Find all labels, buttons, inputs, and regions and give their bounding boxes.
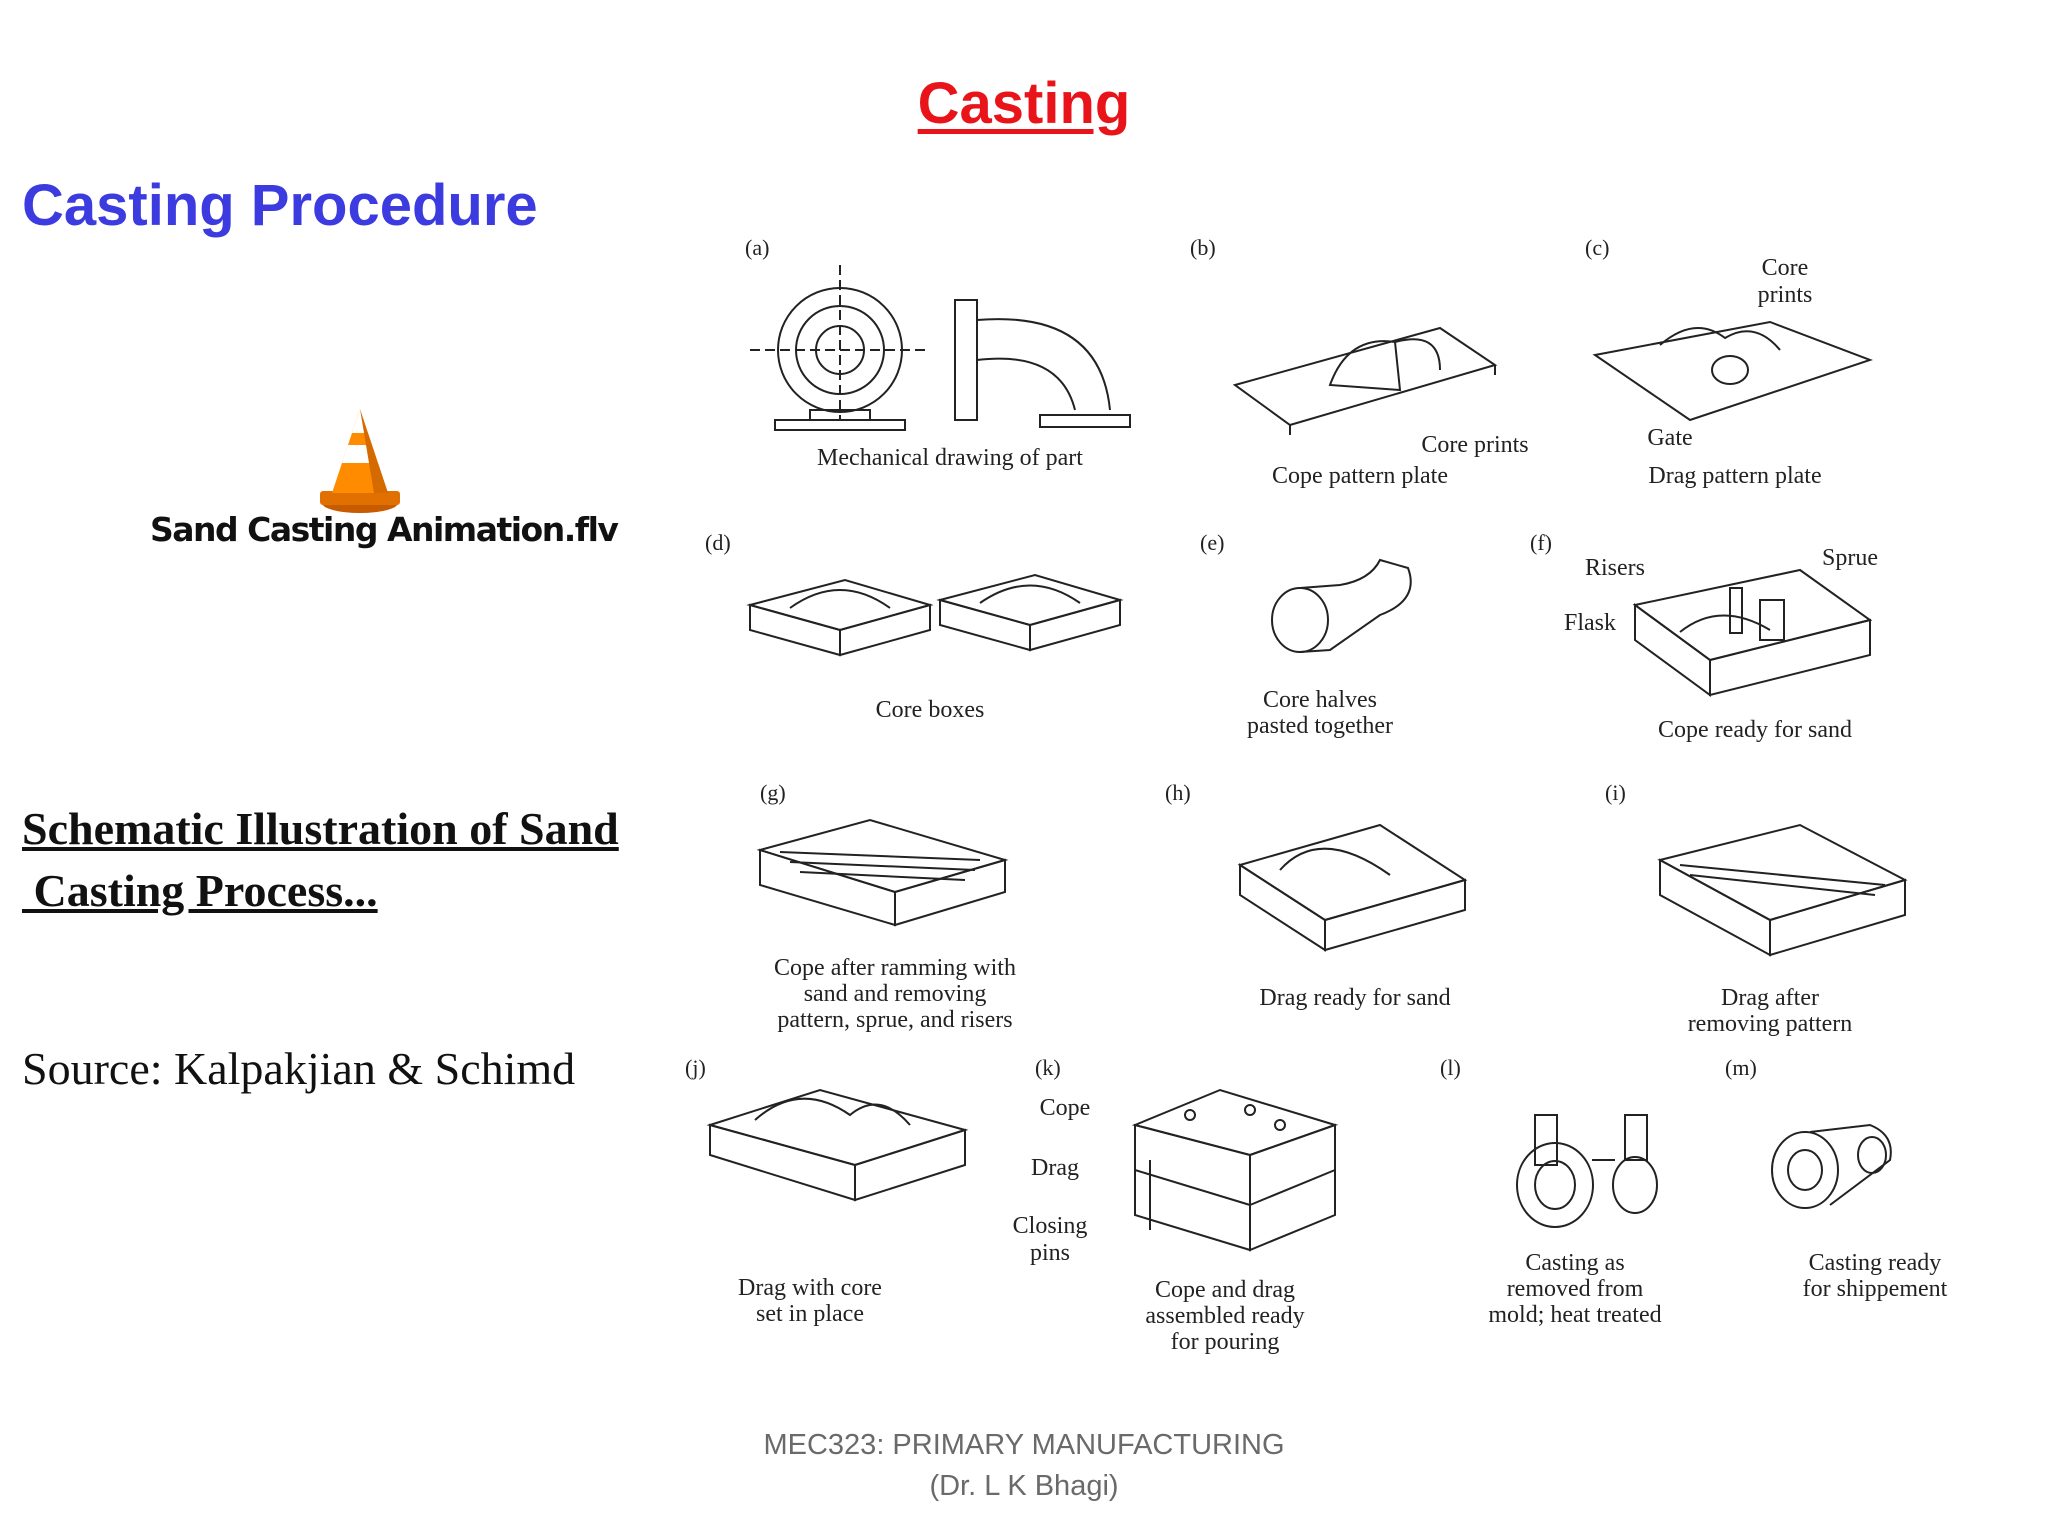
slide-title: Casting: [917, 71, 1131, 136]
footer: MEC323: PRIMARY MANUFACTURING (Dr. L K B…: [0, 1425, 2048, 1507]
panel-callout: Sprue: [1822, 545, 1878, 571]
panel-callout: prints: [1758, 282, 1813, 308]
vlc-cone-icon[interactable]: [300, 405, 460, 515]
panel-caption: for shippement: [1803, 1276, 1948, 1302]
drag-with-core-illustration: [706, 1088, 969, 1202]
drag-pattern-plate-illustration: [1592, 320, 1873, 422]
panel-caption: Cope after ramming with: [774, 955, 1016, 981]
panel-tag: (h): [1165, 780, 1191, 805]
panel-tag: (b): [1190, 235, 1216, 260]
panel-caption: Casting ready: [1809, 1250, 1942, 1276]
panel-tag: (a): [745, 235, 769, 260]
panel-caption: removing pattern: [1688, 1011, 1853, 1037]
figure-labels: (a) Mechanical drawing of part (b) Cope pat…: [685, 235, 1948, 1355]
panel-callout: pins: [1030, 1240, 1070, 1266]
panel-caption: Casting as: [1525, 1250, 1624, 1276]
panel-caption: pasted together: [1247, 713, 1393, 739]
panel-tag: (j): [685, 1055, 706, 1080]
panel-caption: pattern, sprue, and risers: [777, 1007, 1012, 1033]
panel-tag: (i): [1605, 780, 1626, 805]
finished-casting-illustration: [1771, 1123, 1892, 1209]
panel-caption: removed from: [1507, 1276, 1644, 1302]
panel-callout: Drag: [1031, 1155, 1079, 1181]
footer-author: (Dr. L K Bhagi): [929, 1470, 1119, 1502]
panel-caption: sand and removing: [804, 981, 987, 1007]
panel-caption: Core boxes: [876, 697, 985, 723]
panel-caption: Mechanical drawing of part: [817, 445, 1083, 471]
source-note: Source: Kalpakjian & Schimd: [22, 1043, 576, 1094]
panel-tag: (d): [705, 530, 731, 555]
panel-caption: assembled ready: [1145, 1303, 1304, 1329]
drag-removed-illustration: [1657, 823, 1908, 957]
assembled-mold-illustration: [1131, 1088, 1339, 1252]
panel-tag: (e): [1200, 530, 1224, 555]
raw-casting-illustration: [1516, 1114, 1658, 1228]
panel-caption: set in place: [756, 1301, 864, 1327]
panel-caption: Cope pattern plate: [1272, 463, 1448, 489]
panel-tag: (f): [1530, 530, 1552, 555]
mechanical-drawing-illustration: [750, 265, 1131, 431]
panel-callout: Core prints: [1421, 432, 1528, 458]
panel-tag: (l): [1440, 1055, 1461, 1080]
panel-tag: (k): [1035, 1055, 1061, 1080]
panel-caption: Drag ready for sand: [1259, 985, 1450, 1011]
footer-course: MEC323: PRIMARY MANUFACTURING: [763, 1429, 1285, 1461]
panel-caption: Core halves: [1263, 687, 1377, 713]
panel-tag: (m): [1725, 1055, 1757, 1080]
slide-subtitle: Casting Procedure: [22, 173, 538, 238]
sand-casting-schematic: (a) Mechanical drawing of part (b) Cope pat…: [685, 235, 1948, 1355]
panel-caption: for pouring: [1171, 1329, 1280, 1355]
rammed-cope-illustration: [756, 818, 1009, 927]
panel-callout: Flask: [1564, 610, 1616, 636]
panel-callout: Core: [1762, 255, 1809, 281]
panel-caption: Drag after: [1721, 985, 1819, 1011]
drag-ready-illustration: [1237, 823, 1468, 952]
panel-tag: (g): [760, 780, 786, 805]
panel-caption: Cope and drag: [1155, 1277, 1295, 1303]
panel-callout: Closing: [1013, 1213, 1088, 1239]
figure-caption: Schematic Illustration of Sand Casting P…: [22, 803, 619, 916]
panel-callout: Gate: [1647, 425, 1692, 451]
panel-callout: Cope: [1040, 1095, 1091, 1121]
media-file-label[interactable]: Sand Casting Animation.flv: [150, 510, 619, 549]
cope-ready-illustration: [1632, 568, 1873, 697]
cope-pattern-plate-illustration: [1232, 326, 1498, 435]
panel-caption: Drag with core: [738, 1275, 882, 1301]
panel-caption: mold; heat treated: [1488, 1302, 1661, 1328]
panel-callout: Risers: [1585, 555, 1645, 581]
panel-caption: Cope ready for sand: [1658, 717, 1852, 743]
panel-caption: Drag pattern plate: [1648, 463, 1821, 489]
panel-tag: (c): [1585, 235, 1609, 260]
core-boxes-illustration: [746, 573, 1124, 657]
core-halves-illustration: [1271, 558, 1412, 653]
